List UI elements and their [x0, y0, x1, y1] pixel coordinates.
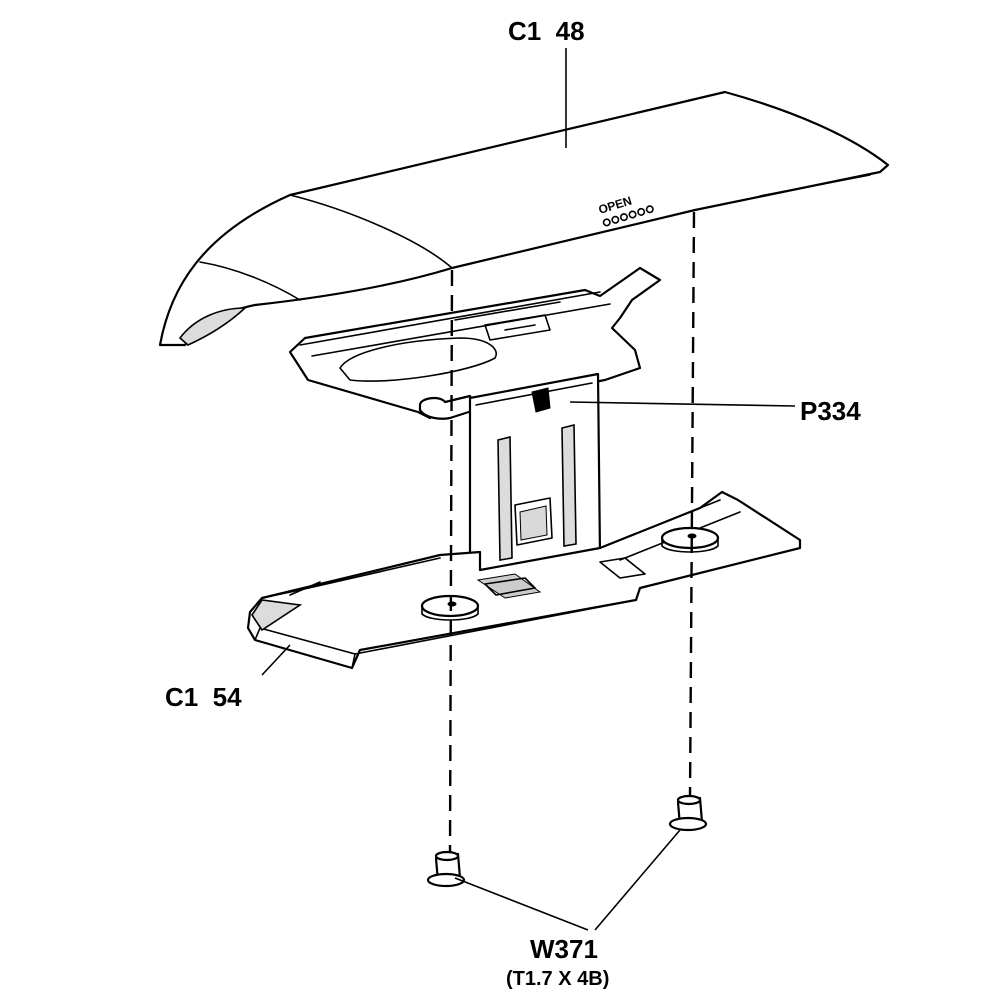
- screw-spec-label: (T1.7 X 4B): [506, 968, 609, 990]
- leader-lines: [261, 48, 796, 931]
- base-bracket-label: C1 54: [165, 682, 242, 712]
- top-cover-part: OPEN: [158, 90, 890, 347]
- alignment-lines: [448, 211, 696, 853]
- top-cover-label: C1 48: [508, 16, 585, 46]
- screw-label: W371: [530, 934, 598, 964]
- mount-plate-label: P334: [800, 396, 861, 426]
- screw-left: [426, 850, 466, 888]
- base-bracket-part: [246, 490, 802, 670]
- mount-plate-part: [288, 266, 662, 572]
- screw-right: [668, 794, 708, 832]
